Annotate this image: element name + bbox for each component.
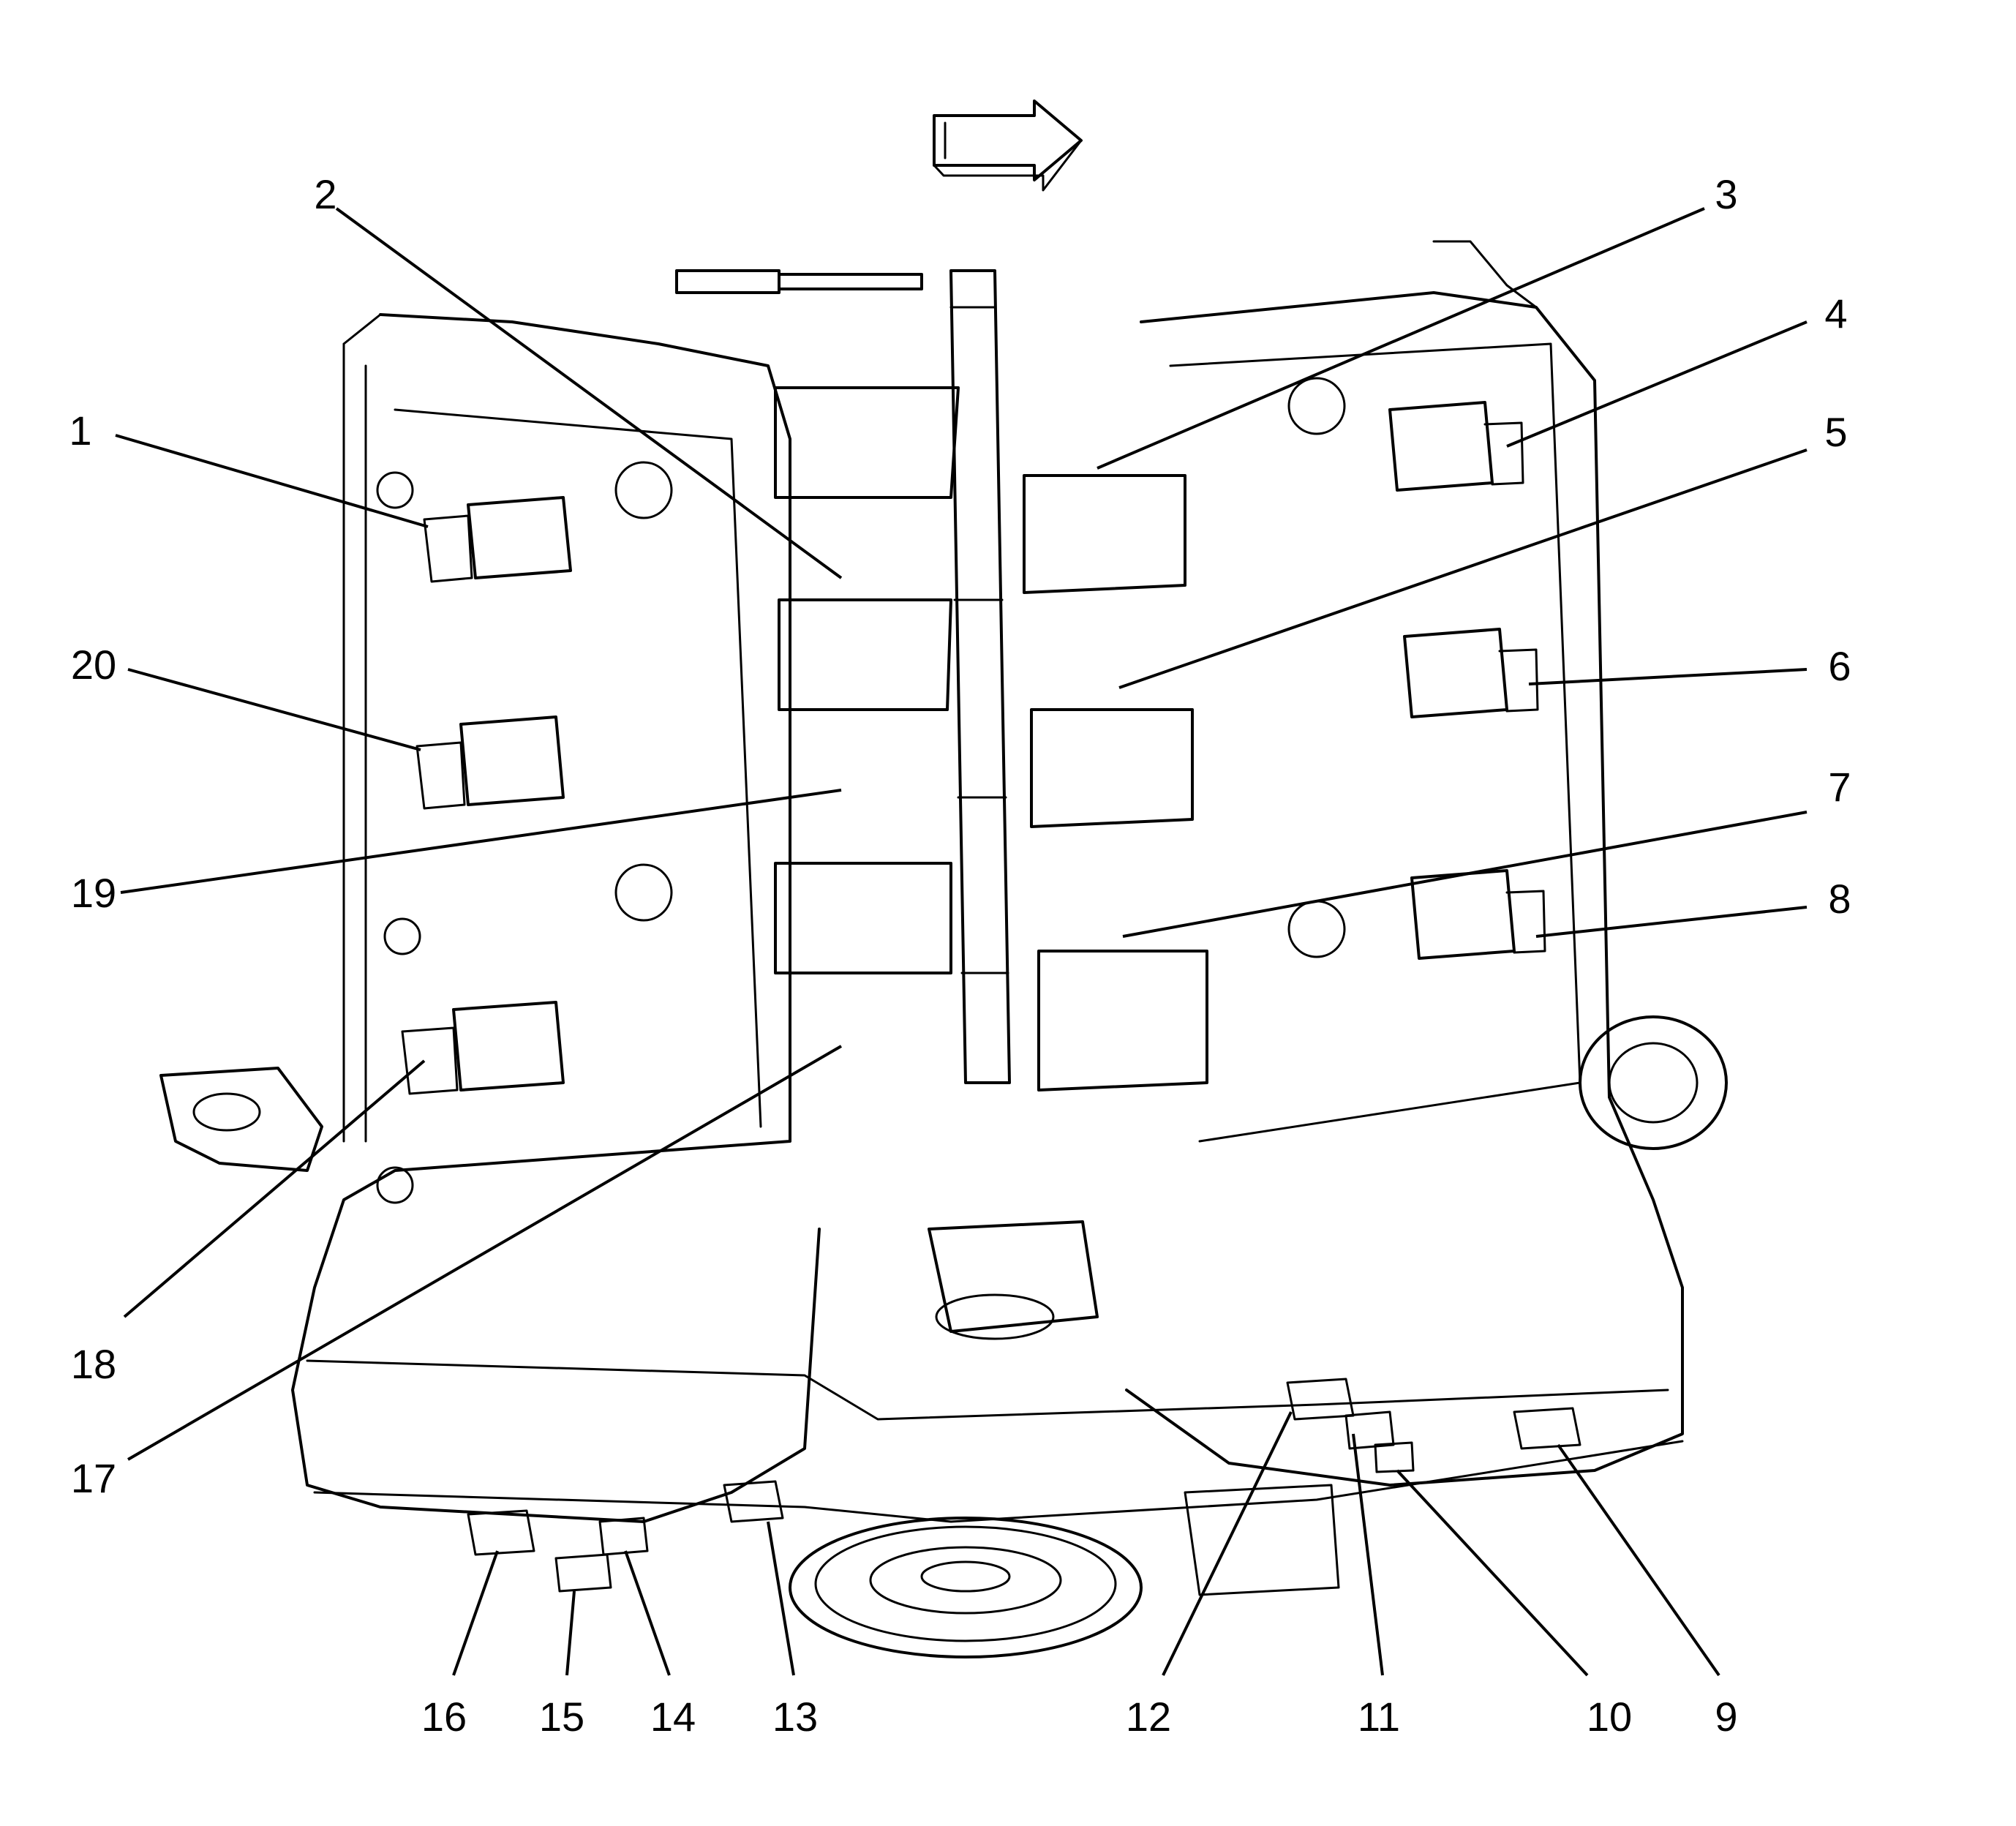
callout-12: 12 (1126, 1411, 1293, 1740)
callout-label-17: 17 (71, 1455, 116, 1501)
callout-label-4: 4 (1824, 290, 1847, 337)
callout-label-9: 9 (1715, 1694, 1737, 1740)
callout-label-7: 7 (1828, 764, 1851, 810)
callout-14: 14 (624, 1550, 696, 1740)
callout-4: 4 (1506, 290, 1848, 448)
callout-label-18: 18 (71, 1341, 116, 1387)
callout-8: 8 (1535, 876, 1851, 938)
callout-13: 13 (767, 1521, 818, 1740)
callout-label-12: 12 (1126, 1694, 1171, 1740)
callout-label-8: 8 (1828, 876, 1851, 922)
callout-19: 19 (71, 789, 842, 916)
callout-6: 6 (1528, 643, 1851, 689)
callout-label-19: 19 (71, 870, 116, 916)
engine-assembly-drawing (159, 240, 1728, 1658)
callout-2: 2 (314, 171, 843, 579)
callout-11: 11 (1352, 1433, 1400, 1740)
callout-label-1: 1 (69, 407, 91, 454)
coil-left-3 (401, 1001, 565, 1095)
callout-3: 3 (1097, 171, 1738, 470)
callout-label-11: 11 (1358, 1694, 1400, 1740)
callout-label-15: 15 (539, 1694, 584, 1740)
direction-arrow-icon (933, 99, 1083, 192)
callout-1: 1 (69, 407, 429, 528)
callout-20: 20 (71, 642, 421, 751)
callout-18: 18 (71, 1059, 426, 1387)
coil-right-3 (1410, 869, 1546, 960)
coil-left-2 (415, 715, 565, 810)
callout-label-13: 13 (772, 1694, 818, 1740)
callout-label-10: 10 (1587, 1694, 1632, 1740)
callout-label-5: 5 (1824, 409, 1847, 455)
callout-16: 16 (421, 1550, 499, 1740)
callouts: 1 2 3 4 5 6 7 8 (69, 171, 1851, 1740)
coil-left-1 (423, 496, 572, 583)
callout-label-16: 16 (421, 1694, 467, 1740)
callout-label-2: 2 (314, 171, 336, 217)
callout-17: 17 (71, 1045, 843, 1501)
coil-right-1 (1388, 401, 1524, 492)
callout-15: 15 (539, 1590, 584, 1740)
callout-label-14: 14 (650, 1694, 696, 1740)
callout-7: 7 (1122, 764, 1851, 938)
callout-10: 10 (1396, 1469, 1632, 1740)
callout-label-6: 6 (1828, 643, 1851, 689)
callout-5: 5 (1118, 409, 1848, 689)
callout-label-20: 20 (71, 642, 116, 688)
callout-label-3: 3 (1715, 171, 1737, 217)
callout-9: 9 (1557, 1443, 1738, 1740)
coil-right-2 (1403, 628, 1539, 718)
